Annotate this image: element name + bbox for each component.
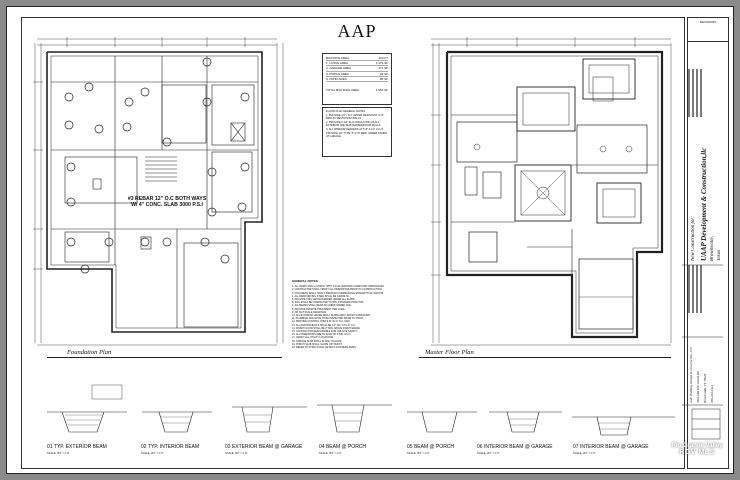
- general-note: 18. GARAGE SLAB SHALL SLOPE TO DOOR.: [292, 339, 343, 343]
- project-line-2: UAAP Development & Construction,llc: [700, 147, 708, 261]
- general-note: 17. VERIFY ALL UTILITY LOCATIONS.: [292, 336, 334, 340]
- foundation-plan: [33, 37, 284, 346]
- detail-label: 07 INTERIOR BEAM @ GARAGE: [573, 444, 649, 450]
- detail-scale: SCALE: 3/4" = 1'-0": [141, 452, 164, 455]
- detail-label: 03 EXTERIOR BEAM @ GARAGE: [225, 444, 303, 450]
- detail-label: 02 TYP. INTERIOR BEAM: [141, 444, 200, 450]
- general-note: 19. PORCH SLAB SHALL SLOPE 1/8" PER FT.: [292, 342, 343, 346]
- general-note: 12. PROVIDE CONTROL JOINTS AT 15'-0" O.C…: [292, 320, 351, 324]
- project-line-4: Texas: [717, 249, 722, 261]
- beam-details: [47, 384, 675, 436]
- general-note: 20. REFER TO STRUCTURAL DETAILS FOR BEAM…: [292, 346, 357, 350]
- general-note: 8. PROVIDE TERMITE TREATMENT PER CODE.: [292, 307, 346, 311]
- general-note: 5. PROVIDE 6 MIL VAPOR BARRIER UNDER ALL…: [292, 298, 356, 302]
- detail-scale: SCALE: 3/4" = 1'-0": [573, 452, 596, 455]
- general-note: 1. ALL WORK SHALL COMPLY WITH LOCAL BUIL…: [292, 285, 385, 289]
- mls-watermark: Rio Grande Valley RGV MLS: [671, 443, 723, 456]
- detail-scale: SCALE: 3/4" = 1'-0": [319, 452, 342, 455]
- project-line-3: Brownsville,: [710, 236, 715, 261]
- detail-scale: SCALE: 3/4" = 1'-0": [225, 452, 248, 455]
- floor-note: 3. ALL WINDOW HEADERS AT 6'-8" A.F.F. U.…: [326, 127, 388, 139]
- detail-label: 04 BEAM @ PORCH: [319, 444, 367, 450]
- general-note: 7. ALL BEAMS SHALL BEAR ON UNDISTURBED S…: [292, 304, 353, 308]
- general-note: 6. SOIL SHALL BE COMPACTED TO 95% STANDA…: [292, 301, 365, 305]
- floor-plan-underline: [419, 357, 671, 358]
- revisions-box: REVISIONS: [688, 18, 728, 42]
- general-note: 11. PLUMBING ROUGH-IN TO BE INSPECTED PR…: [292, 317, 364, 321]
- general-note: 9. DO NOT SCALE DRAWINGS.: [292, 310, 327, 314]
- general-notes: GENERAL NOTES 1. ALL WORK SHALL COMPLY W…: [292, 279, 394, 364]
- general-notes-title: GENERAL NOTES: [292, 279, 318, 283]
- floor-note: 1. PROVIDE 1/2" / 1/4" WATER RESISTANT G…: [326, 113, 384, 121]
- general-note: 10. ALL EXTERIOR GRADE SHALL SLOPE AWAY …: [292, 314, 371, 318]
- detail-scale: SCALE: 3/4" = 1'-0": [477, 452, 500, 455]
- rebar-note: #3 REBAR 12" O.C BOTH WAYS W/ 4" CONC. S…: [127, 196, 207, 208]
- plan-drawings: [33, 37, 723, 440]
- designer-line-4: 956-244-3414: [710, 384, 714, 403]
- designer-line-2: 2962 Old Port Isabel Rd: [696, 371, 700, 403]
- title-block-frame: [682, 69, 723, 440]
- foundation-plan-underline: [47, 357, 282, 358]
- floor-note: 2. PROVIDE 5 1/2" R-13 INSULATION AT ALL…: [326, 120, 381, 128]
- general-note: 14. FINISH FLOOR SHALL BE 8" MIN. ABOVE …: [292, 326, 361, 330]
- floor-plan-label: Master Floor Plan: [425, 349, 474, 356]
- floor-plan-notes: FLOOR PLAN GENERAL NOTES 1. PROVIDE 1/2"…: [322, 107, 392, 157]
- general-note: 3. CONCRETE SHALL HAVE A MINIMUM COMPRES…: [292, 291, 384, 295]
- general-note: 15. CONTRACTOR RESPONSIBLE FOR JOB SITE …: [292, 330, 358, 334]
- project-line-1: New Construction for:: [691, 215, 696, 261]
- title-block: [687, 17, 729, 469]
- detail-scale: SCALE: 3/4" = 1'-0": [407, 452, 430, 455]
- detail-label: 06 INTERIOR BEAM @ GARAGE: [477, 444, 553, 450]
- floor-notes-title: FLOOR PLAN GENERAL NOTES: [326, 110, 366, 113]
- detail-label: 05 BEAM @ PORCH: [407, 444, 455, 450]
- general-note: 2. CONTRACTOR SHALL VERIFY ALL DIMENSION…: [292, 288, 383, 292]
- general-note: 16. ALL DIMENSIONS ARE TO FACE OF STUD U…: [292, 333, 352, 337]
- detail-scale: SCALE: 3/4" = 1'-0": [47, 452, 70, 455]
- company-logo: AAP: [337, 21, 377, 41]
- detail-label: 01 TYP. EXTERIOR BEAM: [47, 444, 107, 450]
- general-note: 4. ALL REINFORCING STEEL SHALL BE GRADE …: [292, 294, 350, 298]
- designer-line-1: AAP Drafting, Design & Construction, LLC: [689, 346, 693, 403]
- foundation-plan-label: Foundation Plan: [67, 349, 112, 356]
- sheet-border: [21, 17, 685, 469]
- designer-line-3: Brownsville, TX 78526: [703, 373, 707, 403]
- general-note: 13. ALL ANCHOR BOLTS SHALL BE 1/2" DIA. …: [292, 323, 356, 327]
- master-floor-plan: [431, 37, 672, 346]
